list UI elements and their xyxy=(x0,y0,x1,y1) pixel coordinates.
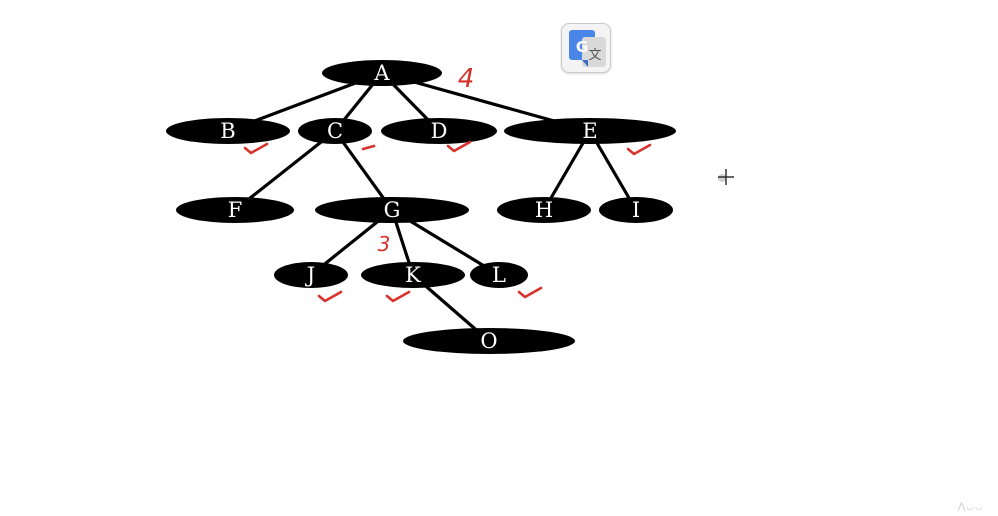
node-j: J xyxy=(274,262,348,288)
node-ellipse xyxy=(497,197,591,223)
edge-c-f xyxy=(233,129,337,212)
node-ellipse xyxy=(504,118,676,144)
node-ellipse xyxy=(298,118,372,144)
node-ellipse xyxy=(176,197,294,223)
node-h: H xyxy=(497,197,591,223)
edge-e-i xyxy=(588,129,638,212)
node-label: F xyxy=(228,198,243,222)
node-label: K xyxy=(405,263,421,287)
node-b: B xyxy=(166,118,290,144)
node-label: H xyxy=(535,198,553,222)
node-l: L xyxy=(470,262,528,288)
svg-text:文: 文 xyxy=(588,48,601,63)
node-ellipse xyxy=(315,197,469,223)
node-label: C xyxy=(327,119,343,143)
node-ellipse xyxy=(166,118,290,144)
check-mark-k xyxy=(385,290,411,303)
node-label: A xyxy=(373,61,390,85)
watermark-logo: ⋀◡◡ xyxy=(957,502,984,512)
check-mark-d xyxy=(446,140,472,153)
google-translate-icon[interactable]: G 文 xyxy=(561,23,611,73)
node-label: I xyxy=(632,198,640,222)
node-ellipse xyxy=(322,60,442,86)
tree-annotations: 43 xyxy=(243,64,652,303)
check-mark-j xyxy=(317,290,343,303)
edge-e-h xyxy=(542,129,592,212)
node-k: K xyxy=(361,262,465,288)
node-d: D xyxy=(381,118,497,144)
dash-mark-c xyxy=(361,144,376,151)
node-ellipse xyxy=(403,328,575,354)
count-mark-g: 3 xyxy=(378,232,391,256)
node-label: E xyxy=(582,119,597,143)
node-label: B xyxy=(220,119,235,143)
node-label: L xyxy=(492,263,506,287)
svg-text:G: G xyxy=(576,38,588,56)
edge-c-g xyxy=(333,129,394,212)
node-g: G xyxy=(315,197,469,223)
check-mark-l xyxy=(517,286,543,299)
node-o: O xyxy=(403,328,575,354)
crosshair-cursor-icon xyxy=(718,169,734,185)
node-a: A xyxy=(322,60,442,86)
node-ellipse xyxy=(361,262,465,288)
tree-nodes: A B C D E F G H I J K L O xyxy=(166,60,676,354)
node-ellipse xyxy=(470,262,528,288)
node-label: G xyxy=(384,198,401,222)
node-label: O xyxy=(480,329,497,353)
node-label: D xyxy=(431,119,448,143)
node-ellipse xyxy=(381,118,497,144)
node-i: I xyxy=(599,197,673,223)
node-e: E xyxy=(504,118,676,144)
node-ellipse xyxy=(599,197,673,223)
node-c: C xyxy=(298,118,372,144)
node-f: F xyxy=(176,197,294,223)
node-ellipse xyxy=(274,262,348,288)
node-label: J xyxy=(305,263,315,287)
count-mark-a: 4 xyxy=(458,64,475,94)
check-mark-b xyxy=(243,142,269,155)
check-mark-e xyxy=(626,143,652,156)
